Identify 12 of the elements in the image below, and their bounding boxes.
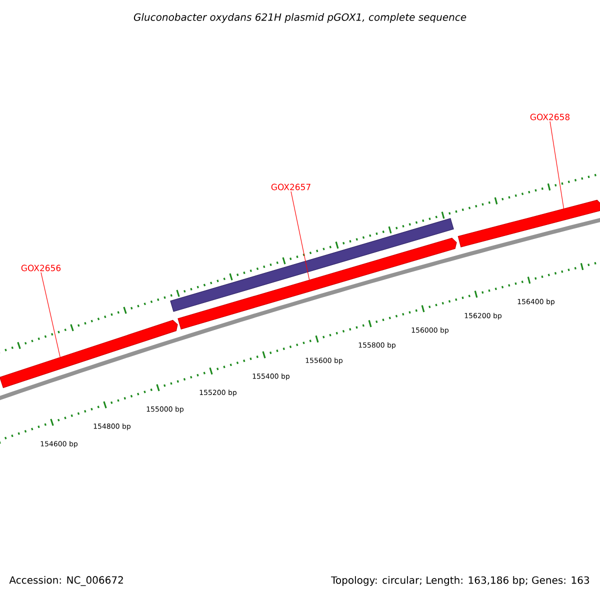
gene-bar bbox=[0, 320, 178, 388]
accession-text: Accession: NC_006672 bbox=[9, 576, 123, 586]
gene-label: GOX2658 bbox=[530, 114, 570, 120]
summary-text: Topology: circular; Length: 163,186 bp; Genes: 163 bbox=[331, 576, 590, 586]
title: Gluconobacter oxydans 621H plasmid pGOX1, complete sequence bbox=[134, 13, 466, 23]
gene-label: GOX2656 bbox=[21, 264, 61, 272]
leader-line bbox=[40, 272, 60, 358]
leader-line bbox=[290, 191, 310, 280]
leader-line bbox=[550, 121, 564, 209]
gene-label: GOX2657 bbox=[271, 184, 310, 190]
gene-bar bbox=[170, 218, 454, 312]
gene-bar bbox=[458, 200, 600, 248]
